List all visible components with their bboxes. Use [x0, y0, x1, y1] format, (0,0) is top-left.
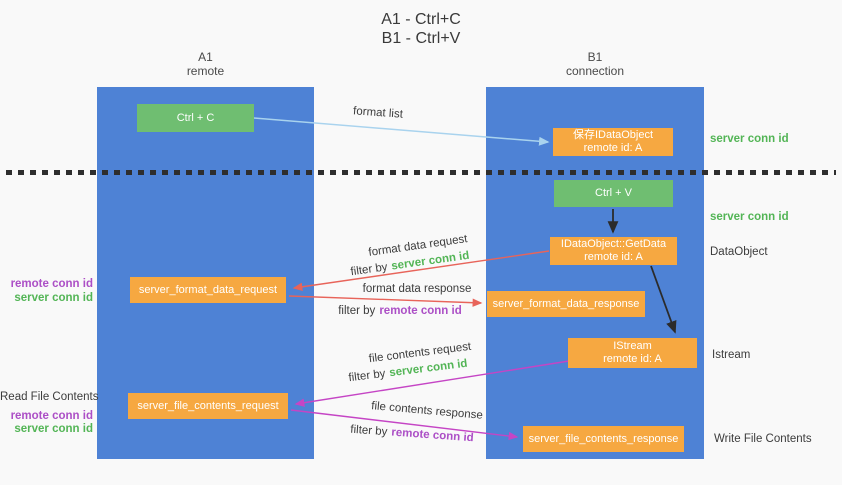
write-file-contents-annotation: Write File Contents	[714, 433, 812, 445]
title-line-2: B1 - Ctrl+V	[381, 30, 461, 47]
server-conn-id-annotation-1: server conn id	[710, 133, 789, 145]
filter-by-text: filter by	[349, 423, 388, 439]
ctrl-v-label: Ctrl + V	[595, 187, 632, 199]
machine-separator-line	[6, 170, 836, 175]
diagram-title: A1 - Ctrl+C B1 - Ctrl+V	[0, 10, 842, 48]
getdata-node: IDataObject::GetData remote id: A	[550, 237, 677, 265]
server-file-contents-response-node: server_file_contents_response	[523, 426, 684, 452]
format-data-response-label: format data response	[362, 283, 472, 295]
save-idataobject-node: 保存IDataObject remote id: A	[553, 128, 673, 156]
ctrl-v-node: Ctrl + V	[554, 180, 673, 207]
title-line-1: A1 - Ctrl+C	[381, 11, 461, 28]
istream-line2: remote id: A	[603, 353, 662, 365]
lane-header-a1: A1 remote	[97, 50, 314, 78]
remote-conn-id-annotation-2: remote conn id	[10, 409, 93, 422]
save-idataobject-line1: 保存IDataObject	[572, 129, 654, 141]
format-data-response-arrow	[288, 295, 483, 307]
remote-conn-id-annotation-1: remote conn id	[10, 278, 93, 290]
lane-a1-subtitle: remote	[186, 64, 225, 78]
ctrl-c-node: Ctrl + C	[137, 104, 254, 132]
filter-by-text: filter by	[349, 261, 389, 279]
left-conn-id-group-1: remote conn id server conn id	[0, 278, 93, 305]
istream-node: IStream remote id: A	[568, 338, 697, 368]
ctrl-c-label: Ctrl + C	[176, 111, 215, 124]
file-contents-response-label: file contents response	[370, 400, 484, 422]
server-format-data-response-label: server_format_data_response	[492, 297, 640, 310]
remote-conn-id-key: remote conn id	[379, 305, 462, 317]
server-conn-id-annotation-2: server conn id	[710, 211, 789, 223]
filter-by-text: filter by	[338, 305, 376, 317]
lane-a1-name: A1	[198, 50, 213, 64]
server-format-data-response-node: server_format_data_response	[487, 291, 645, 317]
dataobject-annotation: DataObject	[710, 246, 768, 258]
lane-header-b1: B1 connection	[486, 50, 704, 78]
format-list-label: format list	[352, 105, 404, 121]
getdata-line1: IDataObject::GetData	[560, 238, 667, 250]
lane-b1-name: B1	[587, 50, 603, 64]
server-file-contents-response-label: server_file_contents_response	[528, 432, 679, 445]
lane-b1-subtitle: connection	[565, 64, 625, 78]
filter-by-text: filter by	[347, 367, 387, 385]
server-conn-id-annotation-left-2: server conn id	[14, 423, 93, 435]
left-conn-id-group-2: Read File Contents remote conn id server…	[0, 391, 99, 437]
server-format-data-request-node: server_format_data_request	[130, 277, 286, 303]
server-file-contents-request-node: server_file_contents_request	[128, 393, 288, 419]
server-format-data-request-label: server_format_data_request	[138, 283, 278, 296]
remote-conn-id-key: remote conn id	[390, 426, 475, 445]
save-idataobject-line2: remote id: A	[583, 142, 643, 154]
istream-line1: IStream	[613, 340, 652, 352]
read-file-contents-annotation: Read File Contents	[0, 391, 99, 403]
server-conn-id-annotation-left-1: server conn id	[14, 291, 93, 304]
getdata-line2: remote id: A	[584, 251, 643, 263]
istream-annotation: Istream	[712, 349, 751, 361]
server-file-contents-request-label: server_file_contents_request	[137, 399, 279, 412]
